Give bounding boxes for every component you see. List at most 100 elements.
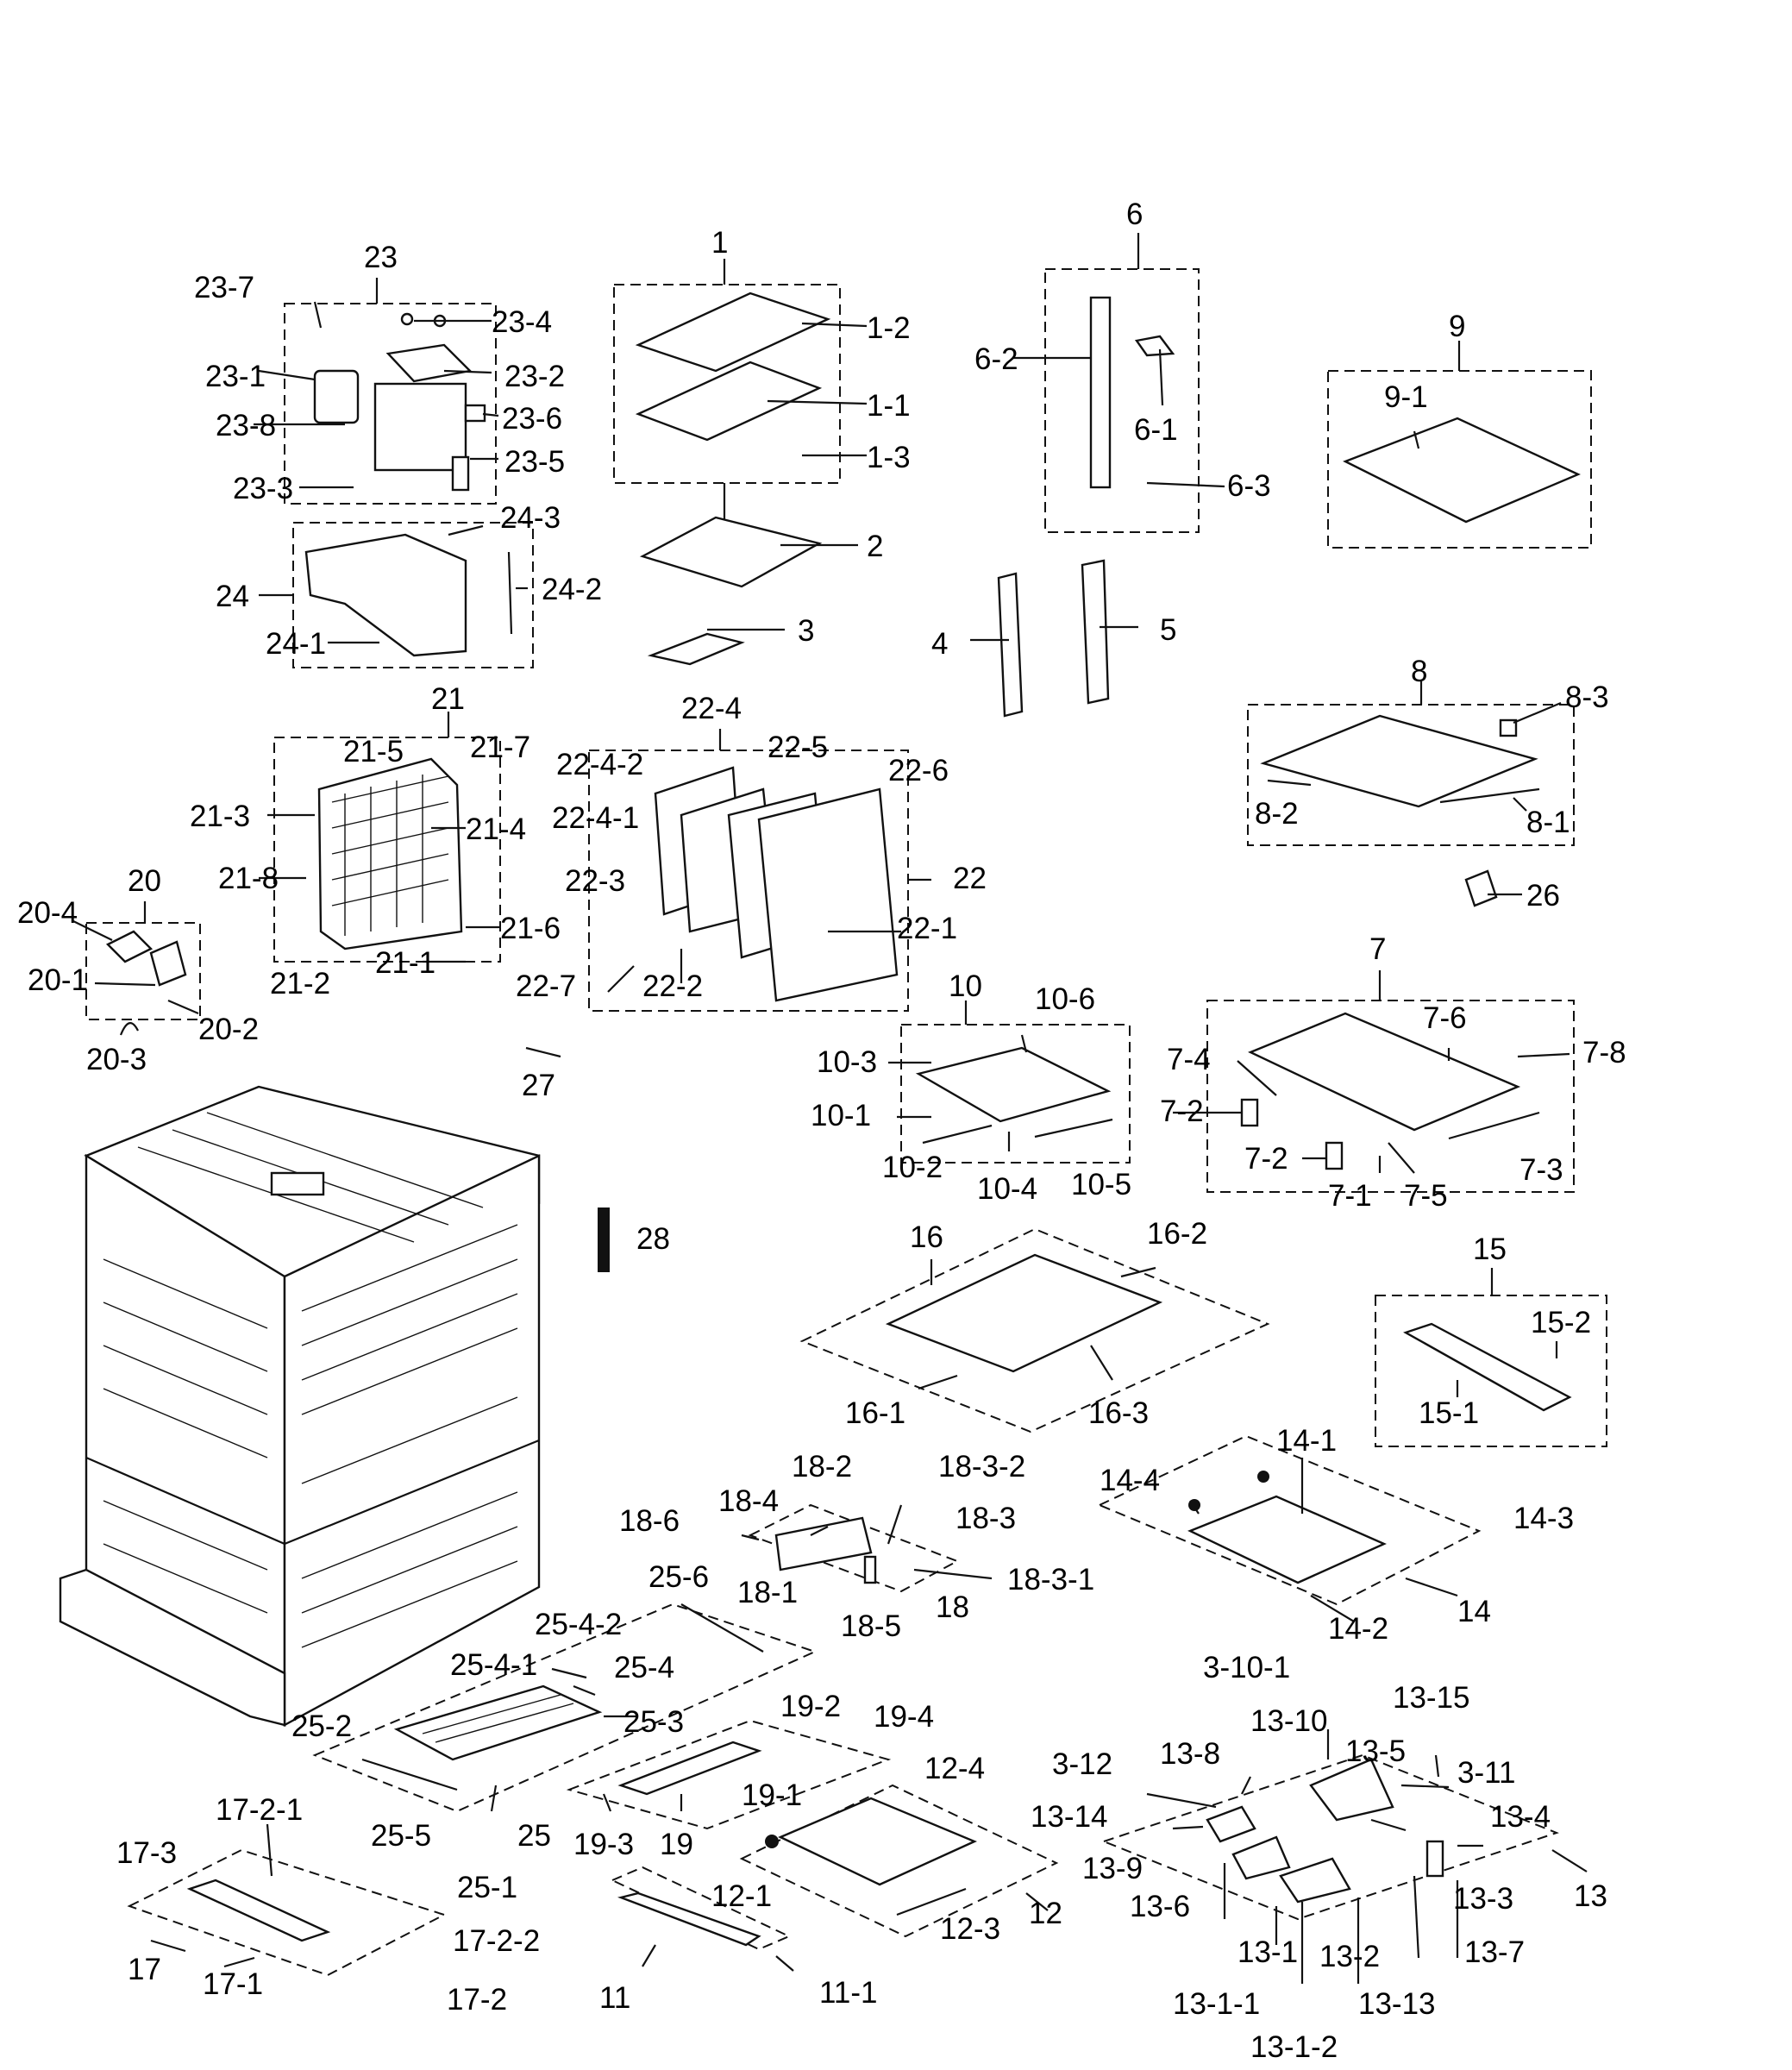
- label-20-3: 20-3: [86, 1043, 147, 1076]
- label-19: 19: [660, 1828, 693, 1861]
- label-7-8: 7-8: [1582, 1036, 1626, 1070]
- label-28: 28: [636, 1222, 670, 1256]
- label-18-1: 18-1: [737, 1576, 798, 1609]
- label-21-4: 21-4: [466, 812, 526, 846]
- label-22-7: 22-7: [516, 969, 576, 1003]
- label-23-2: 23-2: [504, 360, 565, 393]
- label-3-11: 3-11: [1457, 1756, 1515, 1790]
- label-25-6: 25-6: [649, 1560, 709, 1594]
- label-1-3: 1-3: [867, 441, 911, 474]
- group-16-tray: [799, 1227, 1270, 1433]
- label-15-2: 15-2: [1531, 1306, 1591, 1339]
- group-10-shelf: [888, 1000, 1131, 1164]
- label-9-1: 9-1: [1384, 380, 1428, 414]
- group-24-ice-bucket: [259, 522, 534, 668]
- label-12: 12: [1029, 1897, 1062, 1930]
- label-18-5: 18-5: [841, 1609, 901, 1643]
- label-24-3: 24-3: [500, 501, 561, 535]
- label-21-8: 21-8: [218, 862, 279, 895]
- label-7-6: 7-6: [1423, 1001, 1467, 1035]
- group-18: [741, 1503, 993, 1593]
- label-10-2: 10-2: [882, 1151, 943, 1184]
- label-26: 26: [1526, 879, 1560, 913]
- label-16: 16: [910, 1220, 943, 1254]
- label-13-5: 13-5: [1345, 1734, 1406, 1768]
- label-24-2: 24-2: [542, 573, 602, 606]
- label-17-1: 17-1: [203, 1967, 263, 2001]
- label-12-3: 12-3: [940, 1912, 1000, 1946]
- label-19-2: 19-2: [780, 1690, 841, 1723]
- label-13: 13: [1574, 1879, 1607, 1913]
- label-22-2: 22-2: [642, 969, 703, 1003]
- label-7-4: 7-4: [1167, 1043, 1211, 1076]
- label-8-3: 8-3: [1565, 681, 1609, 714]
- label-13-9: 13-9: [1082, 1852, 1143, 1885]
- label-23: 23: [364, 241, 398, 274]
- label-5: 5: [1160, 613, 1176, 647]
- label-4: 4: [931, 627, 948, 661]
- label-9: 9: [1449, 310, 1465, 343]
- label-21-1: 21-1: [375, 946, 435, 980]
- label-7-1: 7-1: [1328, 1179, 1372, 1213]
- label-20-2: 20-2: [198, 1013, 259, 1046]
- label-21-5: 21-5: [343, 735, 404, 768]
- label-10-1: 10-1: [811, 1099, 871, 1132]
- group-25-tray: [312, 1603, 818, 1813]
- label-13-15: 13-15: [1393, 1681, 1470, 1715]
- label-16-2: 16-2: [1147, 1217, 1207, 1251]
- label-1: 1: [711, 226, 728, 260]
- label-13-7: 13-7: [1464, 1935, 1525, 1969]
- group-22-cover: [588, 729, 931, 1012]
- label-13-10: 13-10: [1250, 1704, 1328, 1738]
- label-2: 2: [867, 530, 883, 563]
- label-8-2: 8-2: [1255, 797, 1299, 831]
- label-15: 15: [1473, 1233, 1507, 1266]
- label-8-1: 8-1: [1526, 806, 1570, 839]
- label-20: 20: [128, 864, 161, 898]
- label-10-3: 10-3: [817, 1045, 877, 1079]
- group-15: [1375, 1268, 1607, 1447]
- label-13-13: 13-13: [1358, 1987, 1436, 2021]
- label-18-3: 18-3: [956, 1502, 1016, 1535]
- label-23-6: 23-6: [502, 402, 562, 436]
- group-21-evaporator: [259, 712, 501, 963]
- group-19: [566, 1719, 892, 1830]
- label-25-2: 25-2: [291, 1709, 352, 1743]
- label-22-4-2: 22-4-2: [556, 748, 643, 781]
- label-21-3: 21-3: [190, 800, 250, 833]
- label-10-6: 10-6: [1035, 982, 1095, 1016]
- label-22-4: 22-4: [681, 692, 742, 725]
- label-23-7: 23-7: [194, 271, 254, 304]
- label-25-4-1: 25-4-1: [450, 1648, 537, 1682]
- group-9-shelf: [1327, 341, 1592, 549]
- label-25-4: 25-4: [614, 1651, 674, 1684]
- group-6: [1013, 233, 1225, 533]
- label-22-1: 22-1: [897, 912, 957, 945]
- label-6-2: 6-2: [974, 342, 1018, 376]
- label-19-4: 19-4: [874, 1700, 934, 1734]
- label-23-3: 23-3: [233, 472, 293, 505]
- group-12-drawer: [739, 1784, 1059, 1938]
- label-7-2b: 7-2: [1244, 1142, 1288, 1176]
- label-7-2a: 7-2: [1160, 1095, 1204, 1128]
- label-23-1: 23-1: [205, 360, 266, 393]
- label-3-10-1: 3-10-1: [1203, 1651, 1290, 1684]
- label-17-2-1: 17-2-1: [216, 1793, 303, 1827]
- label-23-8: 23-8: [216, 409, 276, 442]
- label-22-4-1: 22-4-1: [552, 801, 639, 835]
- label-18-3-2: 18-3-2: [938, 1450, 1025, 1484]
- label-25-1: 25-1: [457, 1871, 517, 1904]
- label-16-1: 16-1: [845, 1396, 905, 1430]
- label-18: 18: [936, 1590, 969, 1624]
- label-22-3: 22-3: [565, 864, 625, 898]
- label-20-1: 20-1: [28, 963, 88, 997]
- label-6-1: 6-1: [1134, 413, 1178, 447]
- label-8: 8: [1411, 655, 1427, 688]
- label-13-1: 13-1: [1237, 1935, 1298, 1969]
- label-17-2-2: 17-2-2: [453, 1924, 540, 1958]
- label-1-2: 1-2: [867, 311, 911, 345]
- part-26: [1464, 869, 1522, 907]
- label-6-3: 6-3: [1227, 469, 1271, 503]
- label-7-5: 7-5: [1404, 1179, 1448, 1213]
- group-13: [1101, 1729, 1588, 1984]
